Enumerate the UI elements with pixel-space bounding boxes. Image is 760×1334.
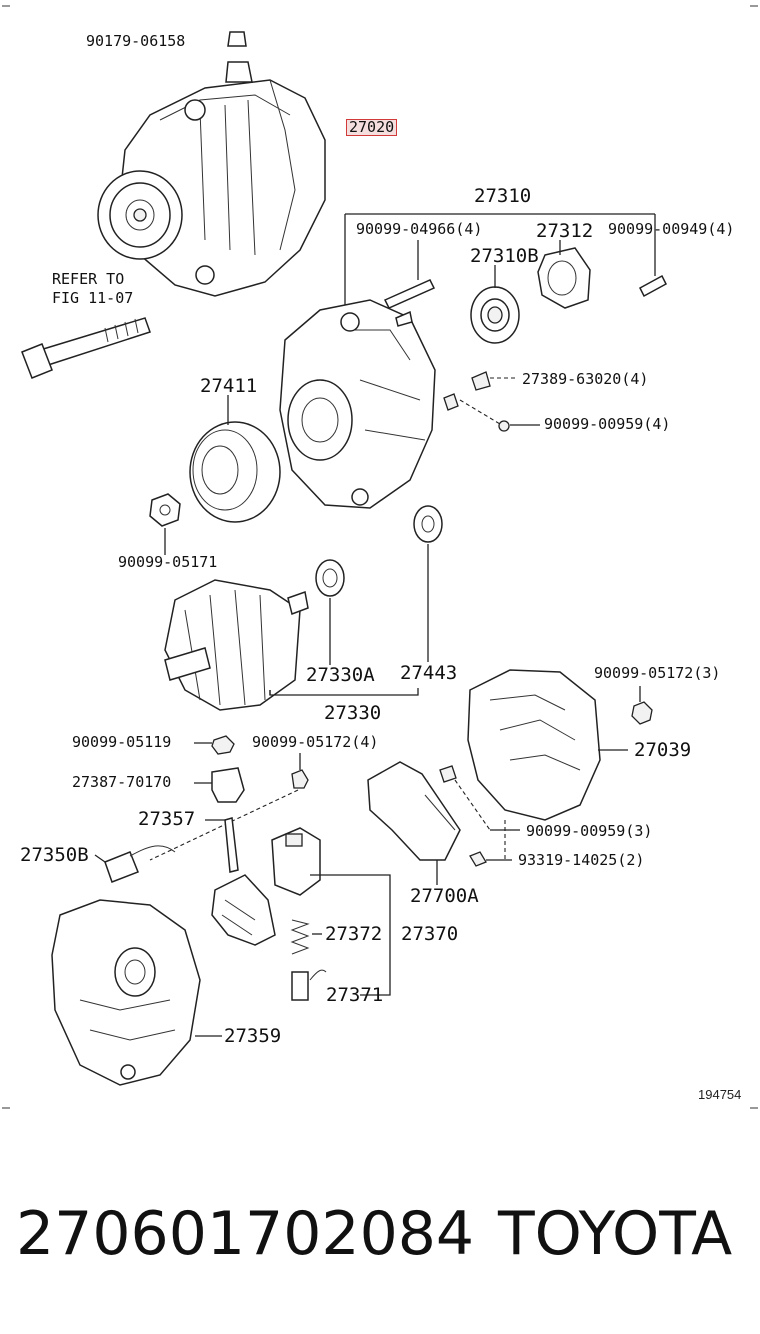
label-27357[interactable]: 27357 — [138, 808, 196, 830]
label-90099-00959-4[interactable]: 90099-00959(4) — [544, 415, 671, 433]
rear-end-cover-drawing — [467, 669, 628, 821]
small-screws-drawing — [383, 274, 667, 432]
label-90099-00959-3[interactable]: 90099-00959(3) — [526, 822, 653, 840]
label-27389-63020[interactable]: 27389-63020(4) — [522, 370, 649, 388]
bearing-27310b-drawing — [470, 286, 520, 344]
retainer-plate-drawing — [537, 247, 591, 309]
label-27310[interactable]: 27310 — [474, 185, 532, 207]
label-90099-05171[interactable]: 90099-05171 — [118, 553, 218, 571]
footer-part-number: 270601702084 — [16, 1199, 475, 1269]
label-27370[interactable]: 27370 — [401, 923, 459, 945]
label-27330[interactable]: 27330 — [324, 702, 382, 724]
rear-frame-drawing — [51, 899, 222, 1086]
insulator-drawing — [194, 767, 245, 803]
label-90099-05172-3[interactable]: 90099-05172(3) — [594, 664, 721, 682]
label-27411[interactable]: 27411 — [200, 375, 258, 397]
frame-corner-marks — [2, 5, 758, 1109]
nut-05172-3-drawing — [631, 686, 653, 725]
label-27700a[interactable]: 27700A — [410, 885, 479, 907]
through-bolt-drawing — [21, 317, 151, 379]
drive-end-frame-drawing — [279, 299, 436, 509]
footer-brand: TOYOTA — [498, 1199, 733, 1269]
spacer-collar-drawing — [413, 505, 443, 662]
label-27039[interactable]: 27039 — [634, 739, 692, 761]
alternator-assembly-drawing — [97, 31, 326, 297]
terminal-cable-drawing — [94, 845, 176, 883]
label-27372[interactable]: 27372 — [325, 923, 383, 945]
label-27387-70170[interactable]: 27387-70170 — [72, 773, 172, 791]
label-27371[interactable]: 27371 — [326, 984, 384, 1006]
label-90099-05119[interactable]: 90099-05119 — [72, 733, 172, 751]
regulator-screws-drawing — [439, 765, 520, 867]
label-27310b[interactable]: 27310B — [470, 245, 539, 267]
label-27443[interactable]: 27443 — [400, 662, 458, 684]
label-27359[interactable]: 27359 — [224, 1025, 282, 1047]
label-90179-06158[interactable]: 90179-06158 — [86, 32, 186, 50]
pulley-drawing — [189, 395, 281, 523]
brush-holder-drawing — [271, 827, 391, 996]
pulley-nut-drawing — [149, 493, 181, 555]
refer-note-line2[interactable]: FIG 11-07 — [52, 289, 134, 307]
figure-number: 194754 — [698, 1087, 742, 1102]
rotor-drawing — [164, 559, 345, 711]
label-27350b[interactable]: 27350B — [20, 844, 89, 866]
rectifier-drawing — [205, 817, 276, 946]
label-90099-05172-4[interactable]: 90099-05172(4) — [252, 733, 379, 751]
label-27020-highlighted[interactable]: 27020 — [346, 119, 398, 136]
label-90099-00949[interactable]: 90099-00949(4) — [608, 220, 735, 238]
nut-05119-drawing — [194, 735, 235, 755]
label-27330a[interactable]: 27330A — [306, 664, 375, 686]
regulator-drawing — [367, 761, 461, 885]
brush-spring-drawing — [290, 919, 322, 955]
label-90099-04966[interactable]: 90099-04966(4) — [356, 220, 483, 238]
nut-05172-4-drawing — [291, 753, 309, 789]
label-27312[interactable]: 27312 — [536, 220, 594, 242]
label-93319-14025[interactable]: 93319-14025(2) — [518, 851, 645, 869]
brush-drawing — [291, 969, 327, 1001]
refer-note-line1: REFER TO — [52, 270, 125, 288]
